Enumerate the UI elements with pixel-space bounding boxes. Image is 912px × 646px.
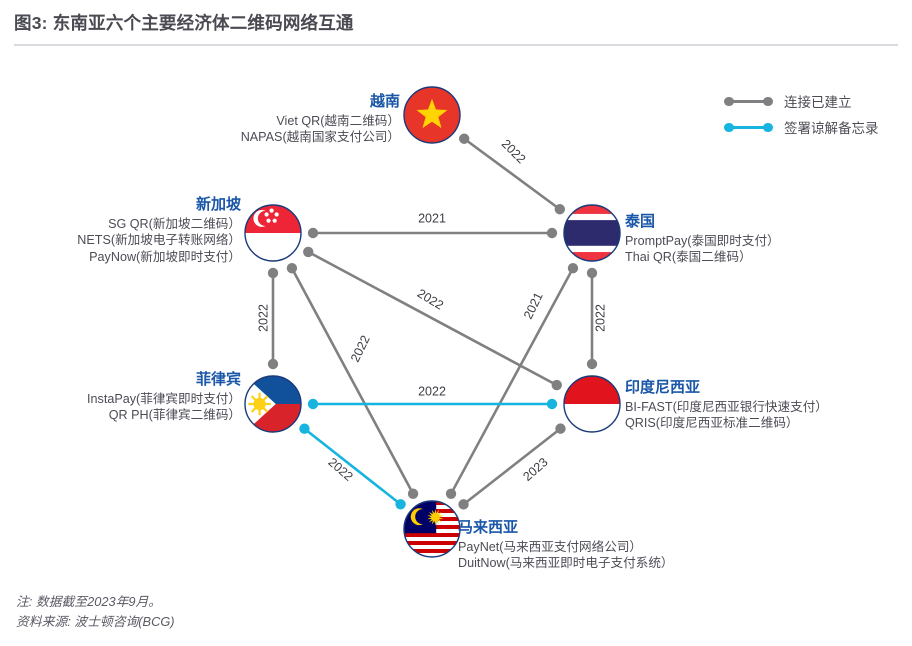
svg-text:2022: 2022: [418, 384, 446, 398]
svg-text:2022: 2022: [418, 384, 446, 398]
node-scheme-thailand-0: PromptPay(泰国即时支付）: [625, 233, 780, 248]
edge-thailand-malaysia: [445, 262, 579, 500]
node-name-vietnam: 越南: [369, 93, 400, 110]
svg-text:2022: 2022: [593, 304, 607, 332]
title-divider: [14, 44, 898, 46]
thailand-flag-icon[interactable]: [563, 204, 621, 262]
node-scheme-indonesia-0: BI-FAST(印度尼西亚银行快速支付）: [625, 399, 828, 414]
node-label-singapore: 新加坡 SG QR(新加坡二维码） NETS(新加坡电子转账网络） PayNow(新加…: [16, 195, 241, 266]
edge-philippines-indonesia: [307, 398, 558, 410]
legend-item-mou: 签署谅解备忘录: [722, 114, 907, 140]
page-title-text: 图3: 东南亚六个主要经济体二维码网络互通: [14, 13, 354, 33]
svg-text:2022: 2022: [499, 137, 529, 167]
nodes-layer: [244, 86, 621, 558]
line-with-endpoints-icon: [722, 120, 774, 134]
node-scheme-singapore-1: NETS(新加坡电子转账网络）: [77, 233, 241, 248]
svg-text:2021: 2021: [418, 211, 446, 225]
edge-vietnam-thailand: [458, 133, 566, 215]
node-label-malaysia: 马来西亚 PayNet(马来西亚支付网络公司） DuitNow(马来西亚即时电子支付…: [458, 518, 758, 572]
malaysia-flag-icon[interactable]: [403, 500, 461, 558]
node-scheme-vietnam-1: NAPAS(越南国家支付公司）: [240, 130, 400, 145]
svg-text:2022: 2022: [348, 333, 373, 364]
footnotes: 注: 数据截至2023年9月。 资料来源: 波士顿咨询(BCG): [16, 592, 616, 632]
svg-text:2023: 2023: [520, 455, 550, 484]
node-scheme-philippines-1: QR PH(菲律宾二维码）: [108, 408, 241, 423]
edge-singapore-indonesia: [303, 246, 562, 391]
svg-text:2022: 2022: [415, 286, 446, 312]
svg-text:2022: 2022: [256, 304, 270, 332]
node-name-indonesia: 印度尼西亚: [625, 379, 701, 396]
node-name-malaysia: 马来西亚: [458, 519, 519, 536]
legend-item-connected: 连接已建立: [722, 88, 907, 114]
node-name-thailand: 泰国: [625, 213, 656, 230]
node-label-philippines: 菲律宾 InstaPay(菲律宾即时支付） QR PH(菲律宾二维码）: [20, 370, 241, 424]
edges-layer: [267, 133, 598, 510]
vietnam-flag-icon[interactable]: [403, 86, 461, 144]
edge-singapore-philippines: [267, 267, 279, 370]
legend: 连接已建立 签署谅解备忘录: [722, 88, 907, 140]
node-label-vietnam: 越南 Viet QR(越南二维码） NAPAS(越南国家支付公司）: [160, 92, 400, 146]
node-label-indonesia: 印度尼西亚 BI-FAST(印度尼西亚银行快速支付） QRIS(印度尼西亚标准二维码…: [625, 378, 910, 432]
node-scheme-vietnam-0: Viet QR(越南二维码）: [276, 113, 400, 128]
node-name-philippines: 菲律宾: [195, 371, 241, 388]
philippines-flag-icon[interactable]: [244, 375, 302, 433]
svg-text:2022: 2022: [325, 455, 355, 484]
node-scheme-singapore-2: PayNow(新加坡即时支付）: [89, 250, 241, 265]
svg-text:2022: 2022: [256, 304, 270, 332]
svg-text:2021: 2021: [521, 290, 546, 321]
edge-philippines-malaysia: [299, 423, 406, 510]
node-scheme-indonesia-1: QRIS(印度尼西亚标准二维码）: [625, 416, 799, 431]
node-scheme-malaysia-0: PayNet(马来西亚支付网络公司）: [458, 539, 643, 554]
legend-label-connected: 连接已建立: [784, 95, 852, 110]
footnote-source: 资料来源: 波士顿咨询(BCG): [16, 613, 175, 629]
svg-text:2021: 2021: [418, 211, 446, 225]
indonesia-flag-icon[interactable]: [563, 375, 621, 433]
footnote-note: 注: 数据截至2023年9月。: [16, 594, 162, 609]
line-with-endpoints-icon: [722, 94, 774, 108]
singapore-flag-icon[interactable]: [244, 204, 302, 262]
node-scheme-thailand-1: Thai QR(泰国二维码）: [625, 250, 752, 265]
node-name-singapore: 新加坡: [195, 196, 241, 213]
node-label-thailand: 泰国 PromptPay(泰国即时支付） Thai QR(泰国二维码）: [625, 212, 905, 266]
page-title: 图3: 东南亚六个主要经济体二维码网络互通: [14, 10, 894, 40]
edge-thailand-indonesia: [586, 267, 598, 370]
edge-singapore-thailand: [307, 227, 558, 239]
edge-indonesia-malaysia: [458, 423, 566, 510]
node-scheme-singapore-0: SG QR(新加坡二维码）: [108, 216, 241, 231]
svg-text:2022: 2022: [593, 304, 607, 332]
edge-singapore-malaysia: [286, 263, 419, 499]
legend-label-mou: 签署谅解备忘录: [784, 121, 879, 136]
node-scheme-malaysia-1: DuitNow(马来西亚即时电子支付系统）: [458, 556, 674, 571]
node-scheme-philippines-0: InstaPay(菲律宾即时支付）: [87, 391, 241, 406]
